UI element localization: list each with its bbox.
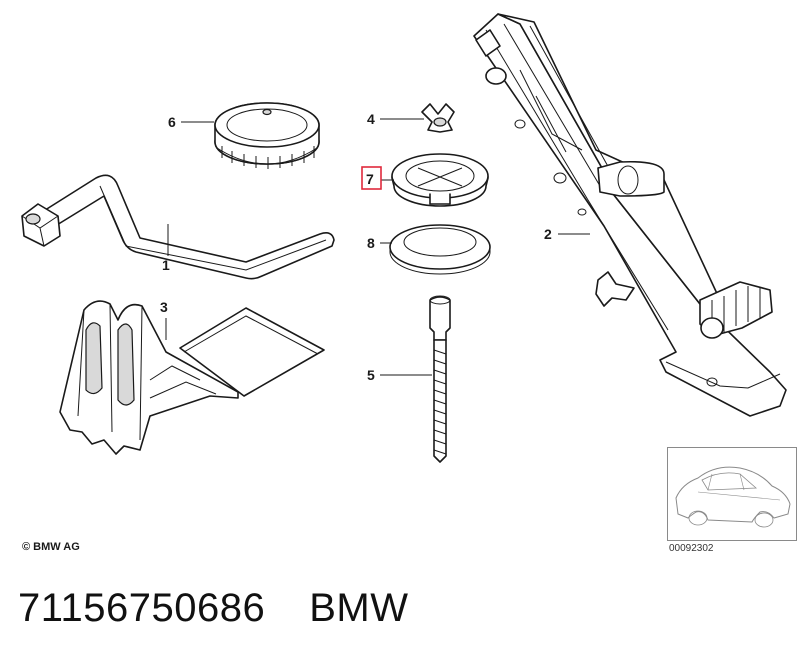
drawing-number: 00092302 xyxy=(669,543,714,554)
copyright-notice: © BMW AG xyxy=(22,541,80,553)
callout-2: 2 xyxy=(544,226,552,242)
callout-8: 8 xyxy=(367,235,375,251)
callout-7-highlight xyxy=(361,166,382,190)
callout-4: 4 xyxy=(367,111,375,127)
callout-5: 5 xyxy=(367,367,375,383)
brand-name: BMW xyxy=(309,586,409,630)
vehicle-thumbnail xyxy=(667,447,797,541)
parts-diagram: 6 1 3 4 7 8 xyxy=(21,13,787,463)
part-5-bolt xyxy=(429,295,451,463)
part-2-jack xyxy=(473,13,787,417)
callout-3: 3 xyxy=(160,299,168,315)
car-outline-image xyxy=(675,466,791,528)
callout-1: 1 xyxy=(162,257,170,273)
footer-caption: 71156750686 BMW xyxy=(18,586,409,631)
part-3-chock xyxy=(59,300,325,455)
callout-6: 6 xyxy=(168,114,176,130)
part-4-wingnut xyxy=(421,103,455,133)
part-8-washer xyxy=(389,224,491,275)
part-6-knob xyxy=(214,102,320,169)
callout-7: 7 xyxy=(366,171,374,187)
part-1-wrench xyxy=(21,174,335,280)
part-7-grommet xyxy=(391,153,489,207)
part-number: 71156750686 xyxy=(18,586,266,630)
